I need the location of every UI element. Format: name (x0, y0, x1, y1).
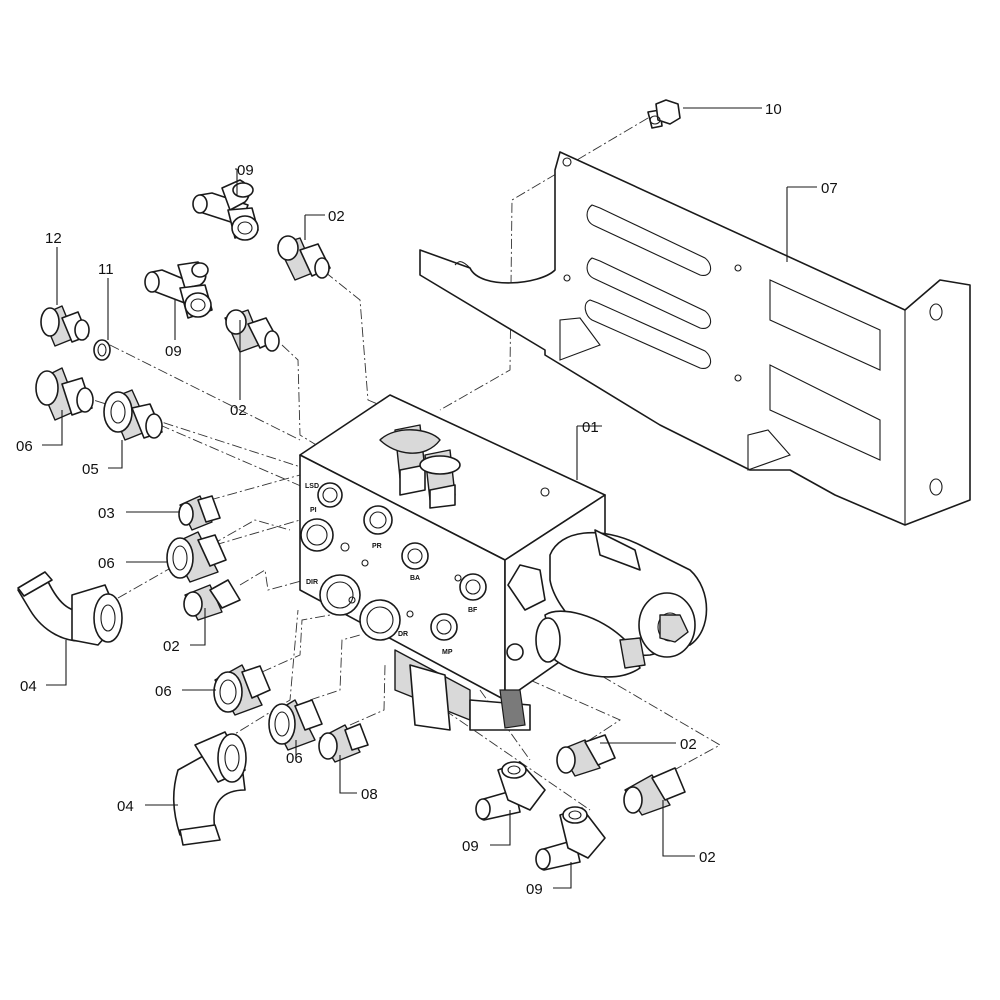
bolt-10 (647, 99, 681, 129)
callout-09-middle: 09 (165, 343, 182, 360)
callout-04-upper: 04 (20, 678, 37, 695)
port-label-dir: DIR (306, 579, 318, 586)
callout-09-right-upper: 09 (462, 838, 479, 855)
port-label-mp: MP (442, 649, 453, 656)
adapter-02-upper (277, 235, 331, 281)
elbow-04-lower (172, 731, 247, 846)
callout-06-bottom: 06 (286, 750, 303, 767)
callout-06-lower: 06 (155, 683, 172, 700)
callout-09-upper: 09 (237, 162, 254, 179)
callout-02-middle: 02 (230, 402, 247, 419)
plug-12 (40, 305, 90, 347)
adapter-06-lower (213, 664, 271, 716)
adapter-02-right-lower (623, 767, 686, 816)
plug-08 (318, 723, 369, 763)
callout-07: 07 (821, 180, 838, 197)
port-label-pr: PR (372, 543, 382, 550)
adapter-02-middle (224, 309, 280, 353)
tee-fitting-09-upper (192, 179, 259, 241)
callout-02-right-lower: 02 (699, 849, 716, 866)
callout-02-right-upper: 02 (680, 736, 697, 753)
callout-09-right-lower: 09 (526, 881, 543, 898)
adapter-02-right-upper (556, 734, 616, 777)
leader-lines (42, 107, 817, 889)
port-label-lsd: LSD (305, 483, 319, 490)
port-labels: LSD PI PR BA BF DIR DR MP (305, 483, 478, 656)
port-label-bf: BF (468, 607, 478, 614)
callout-numbers: 10 07 01 09 02 12 11 09 02 06 05 03 06 0… (16, 101, 838, 898)
mounting-bracket (419, 151, 971, 526)
callout-06-upper: 06 (16, 438, 33, 455)
adapter-06-upper (35, 367, 94, 421)
port-label-dr: DR (398, 631, 408, 638)
valve-block (299, 394, 708, 731)
callout-10: 10 (765, 101, 782, 118)
callout-05: 05 (82, 461, 99, 478)
callout-04-lower: 04 (117, 798, 134, 815)
adapter-06-bottom (268, 699, 323, 751)
adapter-02-lower-left (183, 579, 241, 621)
tee-fitting-09-right-lower (535, 806, 606, 871)
port-label-pi: PI (310, 507, 317, 514)
callout-01: 01 (582, 419, 599, 436)
adapter-05 (103, 389, 163, 441)
plug-03 (178, 495, 221, 531)
callout-03: 03 (98, 505, 115, 522)
callout-06-middle: 06 (98, 555, 115, 572)
tee-fitting-09-right-upper (475, 761, 546, 821)
port-label-ba: BA (410, 575, 420, 582)
tee-fitting-09-middle (144, 261, 213, 319)
callout-02-upper: 02 (328, 208, 345, 225)
elbow-04-upper (17, 571, 123, 646)
callout-11: 11 (98, 261, 114, 278)
adapter-06-middle (166, 531, 227, 583)
o-ring-11 (93, 339, 111, 361)
callout-08: 08 (361, 786, 378, 803)
callout-02-lower-left: 02 (163, 638, 180, 655)
callout-12: 12 (45, 230, 62, 247)
